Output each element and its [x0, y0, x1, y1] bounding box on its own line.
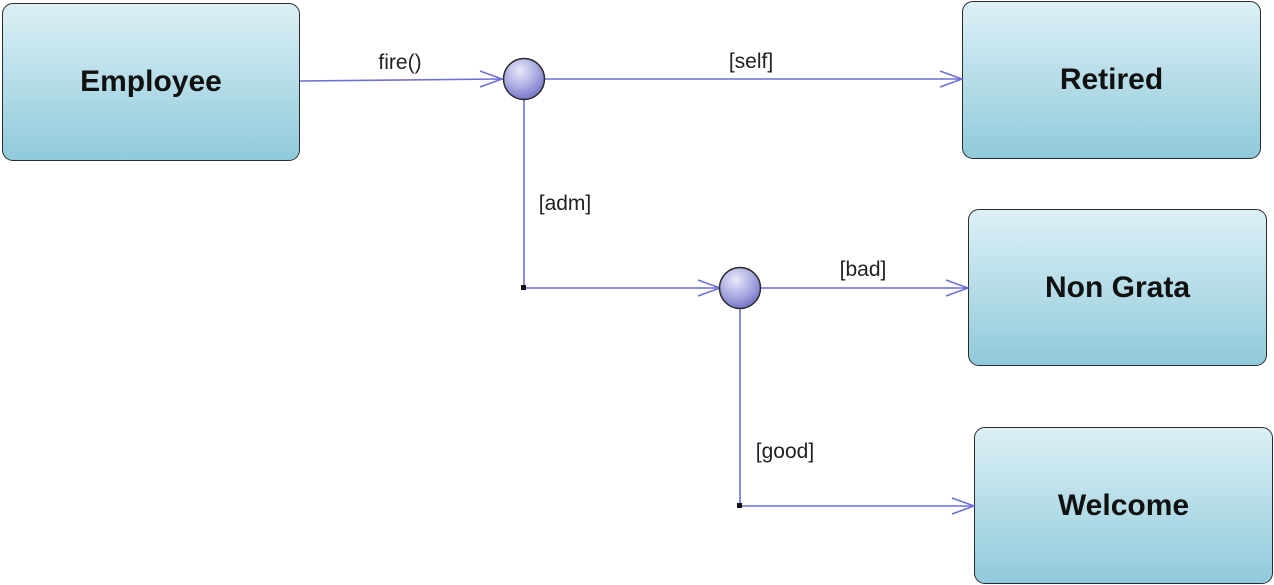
- junction-point: [521, 285, 526, 290]
- state-retired-label: Retired: [1059, 63, 1164, 96]
- choice-node-2[interactable]: [718, 266, 762, 310]
- transition-bad[interactable]: [761, 279, 971, 297]
- transition-adm[interactable]: [521, 100, 723, 297]
- arrowhead-icon: [945, 279, 971, 297]
- state-employee-label: Employee: [80, 65, 222, 98]
- transition-self[interactable]: [545, 70, 965, 88]
- junction-point: [737, 503, 742, 508]
- transition-fire[interactable]: [299, 70, 505, 88]
- choice-node-1[interactable]: [502, 57, 546, 101]
- state-welcome-label: Welcome: [1057, 488, 1190, 522]
- label-adm: [adm]: [539, 192, 592, 215]
- state-non-grata[interactable]: Non Grata: [968, 209, 1267, 366]
- arrowhead-icon: [939, 70, 965, 88]
- state-welcome[interactable]: Welcome: [974, 427, 1273, 584]
- state-retired[interactable]: Retired: [962, 1, 1261, 159]
- arrowhead-icon: [951, 497, 977, 515]
- transition-good[interactable]: [737, 309, 977, 515]
- arrowhead-icon: [479, 70, 505, 88]
- label-fire: fire(): [378, 51, 421, 74]
- label-bad: [bad]: [840, 258, 887, 281]
- label-self: [self]: [729, 50, 773, 73]
- state-non-grata-label: Non Grata: [1044, 270, 1191, 304]
- label-good: [good]: [756, 440, 814, 463]
- state-employee[interactable]: Employee: [2, 3, 300, 161]
